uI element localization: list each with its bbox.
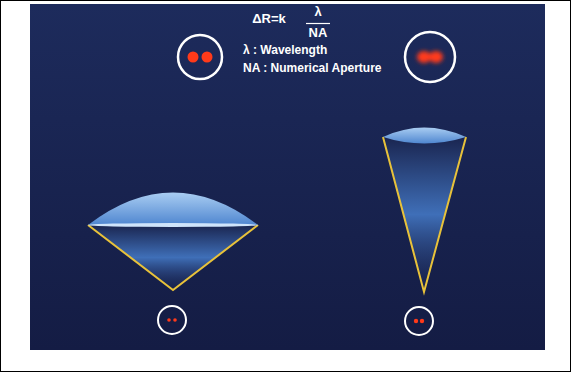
- lens: [88, 193, 258, 226]
- light-cone: [88, 225, 258, 290]
- red-dot: [167, 318, 171, 322]
- red-dot: [173, 318, 177, 322]
- blurred-circle: [405, 32, 455, 82]
- lens-rim: [88, 223, 258, 227]
- red-dot: [414, 319, 418, 323]
- red-dot: [420, 319, 424, 323]
- dark-panel: [30, 4, 545, 350]
- spot-circle: [405, 307, 433, 335]
- spot-circle: [158, 306, 186, 334]
- light-cone: [383, 137, 466, 292]
- lens: [383, 128, 466, 144]
- legend-note: λ : Wavelength: [243, 44, 327, 57]
- red-dot: [202, 52, 213, 63]
- fraction-bar: [306, 23, 330, 24]
- formula-text: ΔR=k: [252, 12, 286, 26]
- red-dot: [429, 51, 443, 63]
- formula-numerator: λ: [314, 5, 321, 19]
- legend-note: NA : Numerical Aperture: [243, 62, 381, 75]
- cone-edge: [383, 137, 466, 292]
- cone-edge: [88, 225, 258, 290]
- resolved-circle: [178, 35, 222, 79]
- formula-denominator: NA: [309, 26, 328, 40]
- red-dot: [188, 52, 199, 63]
- red-dot: [417, 51, 431, 63]
